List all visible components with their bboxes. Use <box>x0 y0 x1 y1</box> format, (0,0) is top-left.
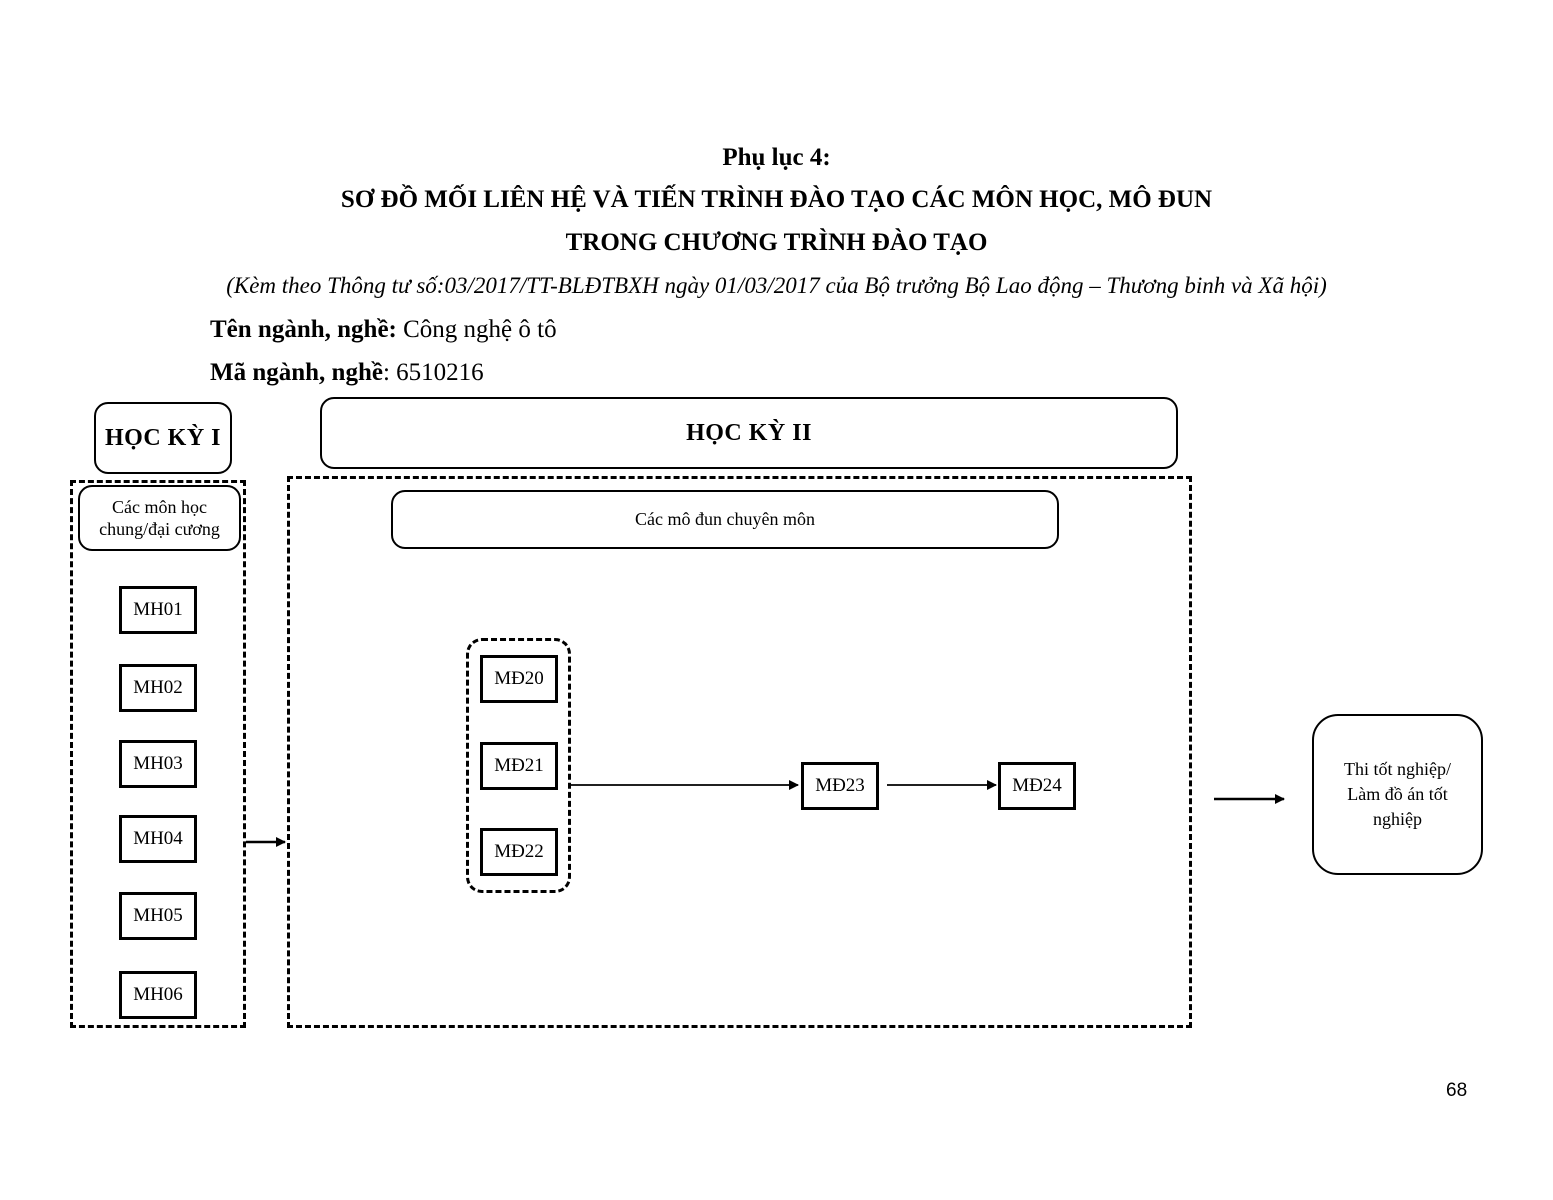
module-label: MĐ22 <box>494 841 544 862</box>
major-name-label: Tên ngành, nghề: <box>210 316 397 343</box>
subject-label: MH05 <box>133 905 183 926</box>
major-code-line: Mã ngành, nghề: 6510216 <box>210 359 484 387</box>
graduation-box: Thi tốt nghiệp/ Làm đồ án tốt nghiệp <box>1312 714 1483 875</box>
graduation-line2: Làm đồ án tốt <box>1347 783 1448 804</box>
module-box-md20: MĐ20 <box>480 655 558 703</box>
semester-1-container <box>70 480 246 1028</box>
semester-2-header: HỌC KỲ II <box>320 397 1178 469</box>
subject-box-mh06: MH06 <box>119 971 197 1019</box>
module-box-md21: MĐ21 <box>480 742 558 790</box>
diagram-title-line2: TRONG CHƯƠNG TRÌNH ĐÀO TẠO <box>565 229 988 256</box>
module-box-md24: MĐ24 <box>998 762 1076 810</box>
semester-1-label: HỌC KỲ I <box>104 424 221 451</box>
diagram-title-line1: SƠ ĐỒ MỐI LIÊN HỆ VÀ TIẾN TRÌNH ĐÀO TẠO … <box>340 186 1213 213</box>
specialized-modules-group: Các mô đun chuyên môn <box>391 490 1059 549</box>
subject-box-mh02: MH02 <box>119 664 197 712</box>
major-name-value: Công nghệ ô tô <box>396 316 557 343</box>
subject-box-mh04: MH04 <box>119 815 197 863</box>
major-code-label: Mã ngành, nghề <box>210 359 383 386</box>
subject-box-mh01: MH01 <box>119 586 197 634</box>
graduation-line1: Thi tốt nghiệp/ <box>1344 758 1451 779</box>
subject-label: MH04 <box>133 828 183 849</box>
subject-label: MH03 <box>133 753 183 774</box>
module-box-md22: MĐ22 <box>480 828 558 876</box>
subject-label: MH06 <box>133 984 183 1005</box>
semester-1-header: HỌC KỲ I <box>94 402 232 474</box>
module-label: MĐ23 <box>815 775 865 796</box>
module-box-md23: MĐ23 <box>801 762 879 810</box>
page-number: 68 <box>1446 1080 1468 1101</box>
module-label: MĐ24 <box>1012 775 1062 796</box>
specialized-modules-label: Các mô đun chuyên môn <box>635 509 815 529</box>
subject-label: MH02 <box>133 677 183 698</box>
subject-box-mh03: MH03 <box>119 740 197 788</box>
module-group-container <box>466 638 571 893</box>
major-name-line: Tên ngành, nghề: Công nghệ ô tô <box>210 316 557 344</box>
general-subjects-line2: chung/đại cương <box>99 519 220 539</box>
appendix-label: Phụ lục 4: <box>722 144 831 171</box>
major-code-value: : 6510216 <box>382 359 484 386</box>
subject-box-mh05: MH05 <box>119 892 197 940</box>
general-subjects-group: Các môn học chung/đại cương <box>78 485 241 551</box>
diagram-subtitle: (Kèm theo Thông tư số:03/2017/TT-BLĐTBXH… <box>226 273 1327 298</box>
graduation-line3: nghiệp <box>1373 809 1422 830</box>
semester-2-container <box>287 476 1192 1028</box>
semester-2-label: HỌC KỲ II <box>686 419 812 446</box>
subject-label: MH01 <box>133 599 183 620</box>
general-subjects-line1: Các môn học <box>112 496 207 517</box>
module-label: MĐ20 <box>494 668 544 689</box>
module-label: MĐ21 <box>494 755 544 776</box>
